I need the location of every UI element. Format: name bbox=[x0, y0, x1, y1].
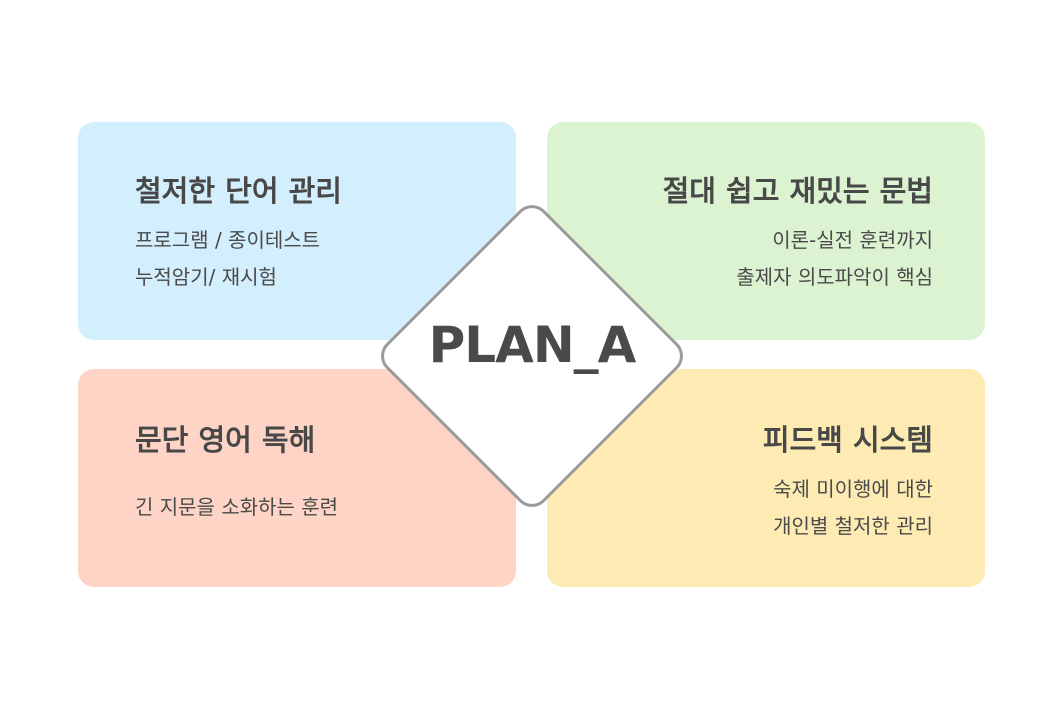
quadrant-description: 프로그램 / 종이테스트 누적암기/ 재시험 bbox=[135, 222, 320, 296]
quadrant-description: 긴 지문을 소화하는 훈련 bbox=[135, 489, 338, 526]
description-line: 누적암기/ 재시험 bbox=[135, 265, 277, 289]
quadrant-vocabulary: 철저한 단어 관리 프로그램 / 종이테스트 누적암기/ 재시험 bbox=[78, 122, 516, 340]
quadrant-description: 숙제 미이행에 대한 개인별 철저한 관리 bbox=[773, 471, 933, 545]
description-line: 긴 지문을 소화하는 훈련 bbox=[135, 495, 339, 519]
quadrant-title: 문단 영어 독해 bbox=[135, 423, 316, 457]
description-line: 개인별 철저한 관리 bbox=[773, 514, 933, 538]
quadrant-title: 철저한 단어 관리 bbox=[135, 174, 342, 208]
center-label: PLAN_A bbox=[428, 316, 637, 374]
description-line: 이론-실전 훈련까지 bbox=[772, 228, 933, 252]
description-line: 프로그램 / 종이테스트 bbox=[135, 228, 321, 252]
quadrant-title: 절대 쉽고 재밌는 문법 bbox=[662, 174, 933, 208]
quadrant-title: 피드백 시스템 bbox=[762, 423, 933, 457]
description-line: 출제자 의도파악이 핵심 bbox=[736, 265, 933, 289]
description-line: 숙제 미이행에 대한 bbox=[773, 477, 933, 501]
quadrant-description: 이론-실전 훈련까지 출제자 의도파악이 핵심 bbox=[736, 222, 933, 296]
